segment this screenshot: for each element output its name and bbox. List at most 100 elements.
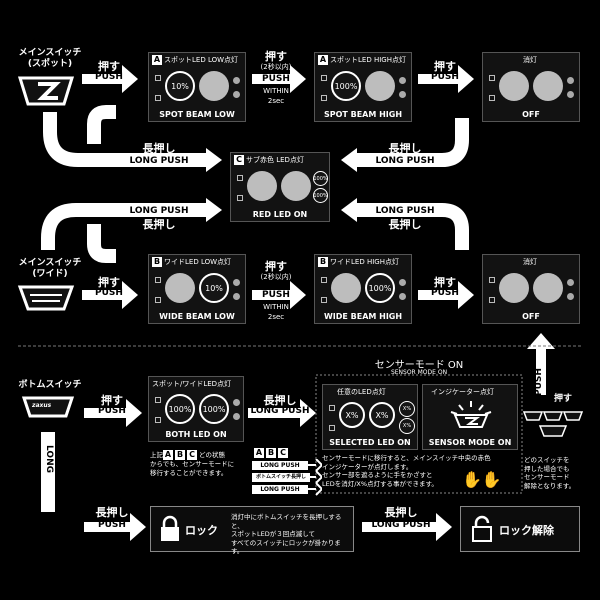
panel-red-led-title-text: サブ赤色 LED点灯	[246, 156, 304, 164]
both-note-line2: からでも、センサーモードに	[150, 460, 235, 468]
push-label-1: 押す PUSH	[84, 61, 134, 82]
red-lamp-left	[247, 171, 277, 201]
badge-c: C	[234, 155, 244, 165]
badge-a: A	[163, 450, 173, 460]
push-jp-3: 押す	[434, 60, 456, 73]
push-label-8: 長押し PUSH	[88, 507, 136, 530]
bottom-switch-tag: zaxus	[32, 402, 52, 409]
long-jp-2: 長押し	[142, 218, 176, 231]
lock-note: 消灯中にボトムスイッチを長押しすると、 スポットLEDが３回点滅して すべてのス…	[231, 513, 353, 556]
indicator-dot	[399, 279, 406, 286]
within-2: WITHIN	[263, 303, 289, 311]
push-label-7: 押す PUSH	[88, 394, 136, 416]
badge-b: B	[175, 450, 185, 460]
indicator-square	[489, 297, 495, 303]
long-label-4: LONG PUSH 長押し	[370, 206, 440, 230]
main-switch-wide-label: メインスイッチ (ワイド)	[8, 258, 92, 280]
sensor-note-1: センサーモードに移行すると、メインスイッチ中央の赤色	[322, 454, 491, 462]
panel-both-title: スポット/ワイドLED点灯	[152, 380, 232, 388]
panel-off-1-title: 消灯	[523, 56, 537, 64]
push-label-5: 押す (2秒以内) PUSH WITHIN 2sec	[252, 261, 300, 322]
long-en-1: LONG PUSH	[129, 156, 189, 166]
push-arrow-2	[252, 65, 306, 93]
red-ring-bottom: 100%	[313, 188, 328, 203]
spot-lamp-left: 10%	[165, 71, 195, 101]
lamp-off-left	[499, 71, 529, 101]
badge-b: B	[318, 257, 328, 267]
push-arrow-7	[84, 399, 142, 427]
panel-sensor-indicator: インジケーター点灯 SENSOR MODE ON	[422, 384, 518, 450]
spot-low-pct: 10%	[171, 81, 189, 91]
indicator-dot	[233, 91, 240, 98]
indicator-square	[155, 95, 161, 101]
panel-spot-high-title-text: スポットLED HIGH点灯	[330, 56, 406, 64]
spot-lamp-right	[199, 71, 229, 101]
push2-sub-2: (2秒以内)	[260, 273, 292, 281]
both-pct-1: 100%	[168, 404, 192, 414]
long-arrow-a-low	[87, 105, 116, 144]
panel-off-1: 消灯 OFF	[482, 52, 580, 122]
bottom-switch-icon[interactable]	[20, 394, 76, 420]
long-jp-5: 長押し	[263, 394, 297, 407]
abc-chip-arrows	[308, 459, 322, 496]
panel-selected-led: 任意のLED点灯 X% X% X% X% SELECTED LED ON	[322, 384, 418, 450]
bottom-switch-label: ボトムスイッチ	[18, 380, 82, 390]
push2-sub-1: (2秒以内)	[260, 63, 292, 71]
long-en-5: LONG PUSH	[250, 406, 310, 416]
sensor-note-2: インジケーターが点灯します。	[322, 462, 413, 471]
long-jp-1: 長押し	[142, 142, 176, 155]
indicator-square	[155, 297, 161, 303]
indicator-square	[321, 277, 327, 283]
main-switch-wide-icon[interactable]	[16, 284, 76, 314]
panel-both-led: スポット/ワイドLED点灯 100% 100% BOTH LED ON	[148, 376, 244, 442]
indicator-square	[321, 75, 327, 81]
lamp-off-right	[533, 71, 563, 101]
long-vertical-label: LONG	[44, 445, 54, 473]
panel-both-caption: BOTH LED ON	[165, 430, 227, 439]
push-jp-4: 押す	[98, 276, 120, 289]
indicator-square	[155, 397, 161, 403]
push-arrow-5	[252, 281, 306, 309]
push-arrow-9	[84, 513, 146, 541]
main-switch-spot-icon[interactable]	[16, 74, 76, 110]
indicator-dot	[233, 293, 240, 300]
sensor-note-4: LEDを消灯/X%点灯する事ができます。	[322, 479, 438, 488]
long-label-3: 長押し LONG PUSH	[370, 143, 440, 166]
unlock-box: ロック解除	[460, 506, 580, 552]
push-en-2: PUSH	[262, 74, 290, 84]
sensor-note-3: センサー部を遮るように手をかざすと	[322, 471, 433, 479]
main-switch-wide-line2: (ワイド)	[32, 269, 68, 279]
red-ring-top: 100%	[313, 171, 328, 186]
indicator-square	[321, 297, 327, 303]
wide-low-pct: 10%	[205, 283, 223, 293]
indicator-dot	[399, 91, 406, 98]
indicator-dot	[233, 399, 240, 406]
sensor-mode-frame	[315, 374, 523, 494]
indicator-glow-icon	[450, 401, 492, 428]
sel-pct-4: X%	[402, 423, 412, 429]
main-switch-spot-line2: (スポット)	[27, 59, 73, 69]
indicator-square	[237, 175, 243, 181]
switch-set-icon[interactable]	[522, 410, 584, 442]
push-label-3: 押す PUSH	[420, 60, 470, 82]
sensor-mode-title: センサーモード ON	[374, 360, 464, 371]
push-label-6: 押す PUSH	[420, 277, 470, 298]
push-arrow-4	[82, 281, 138, 309]
push2-jp-1: 押す	[265, 50, 287, 63]
within-1: WITHIN	[263, 87, 289, 95]
push-jp-7: 押す	[101, 394, 123, 407]
indicator-square	[321, 95, 327, 101]
both-pct-2: 100%	[202, 404, 226, 414]
badge-a: A	[318, 55, 328, 65]
indicator-dot	[567, 91, 574, 98]
selected-lamp-left: X%	[339, 402, 365, 428]
spot-lamp-right	[365, 71, 395, 101]
lock-icon	[161, 515, 179, 541]
indicator-dot	[233, 77, 240, 84]
lock-note-3: すべてのスイッチにロックが掛かります。	[231, 538, 341, 556]
sensor-mode-subtitle: SENSOR MODE ON	[390, 369, 448, 376]
badge-c: C	[278, 448, 288, 458]
